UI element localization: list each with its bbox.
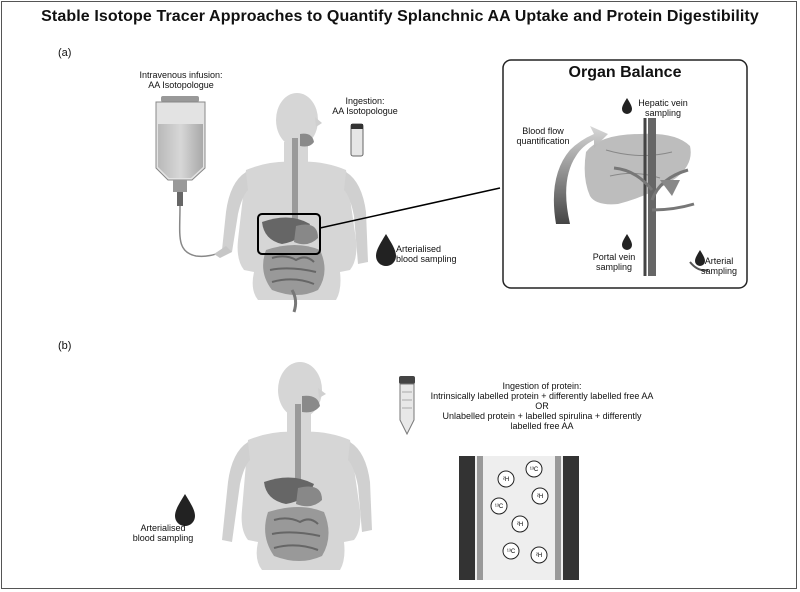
body-figure-b xyxy=(222,362,372,570)
figure-title: Stable Isotope Tracer Approaches to Quan… xyxy=(41,8,759,25)
iv-bag-icon xyxy=(155,96,229,258)
isotope-label: ²H xyxy=(536,553,542,559)
panel-b-label: (b) xyxy=(58,340,72,352)
blood-flow-label: Blood flow quantification xyxy=(516,126,570,146)
zoom-line xyxy=(319,187,501,229)
arterial-drop-icon xyxy=(695,250,705,266)
blood-drop-icon xyxy=(376,234,396,266)
ingestion-label: Ingestion: AA Isotopologue xyxy=(332,96,398,116)
blood-drop-b-icon xyxy=(175,494,195,526)
arterialised-label-b: Arterialised blood sampling xyxy=(132,523,194,543)
isotope-circle xyxy=(497,470,515,488)
iv-infusion-label: Intravenous infusion: AA Isotopologue xyxy=(139,70,223,90)
sample-tube-icon xyxy=(350,123,364,157)
body-figure-a xyxy=(214,93,368,313)
organ-balance-title: Organ Balance xyxy=(568,64,682,81)
isotope-label: ²H xyxy=(517,522,523,528)
panel-a-label: (a) xyxy=(58,47,72,59)
blood-flow-arrow-icon xyxy=(553,126,608,224)
isotope-label: ¹³C xyxy=(507,549,516,555)
hepatic-label: Hepatic vein sampling xyxy=(638,98,688,118)
arterialised-label-a: Arterialised blood sampling xyxy=(396,244,457,264)
isotope-circle xyxy=(531,487,549,505)
zoom-box xyxy=(257,213,321,255)
isotope-label: ¹³C xyxy=(495,504,504,510)
isotope-label: ²H xyxy=(537,494,543,500)
isotope-label: ²H xyxy=(503,477,509,483)
isotope-circle xyxy=(502,542,520,560)
portal-drop-icon xyxy=(622,234,632,250)
isotope-circle xyxy=(511,515,529,533)
isotope-label: ¹³C xyxy=(530,467,539,473)
vessels xyxy=(613,118,709,276)
isotope-circle xyxy=(525,460,543,478)
ingestion-protein-label: Ingestion of protein: Intrinsically labe… xyxy=(430,381,654,431)
hepatic-drop-icon xyxy=(622,98,632,114)
isotope-circle xyxy=(530,546,548,564)
falcon-tube-icon xyxy=(399,376,415,436)
arterial-label: Arterial sampling xyxy=(700,256,738,276)
isotope-circle xyxy=(490,497,508,515)
portal-label: Portal vein sampling xyxy=(592,252,636,272)
